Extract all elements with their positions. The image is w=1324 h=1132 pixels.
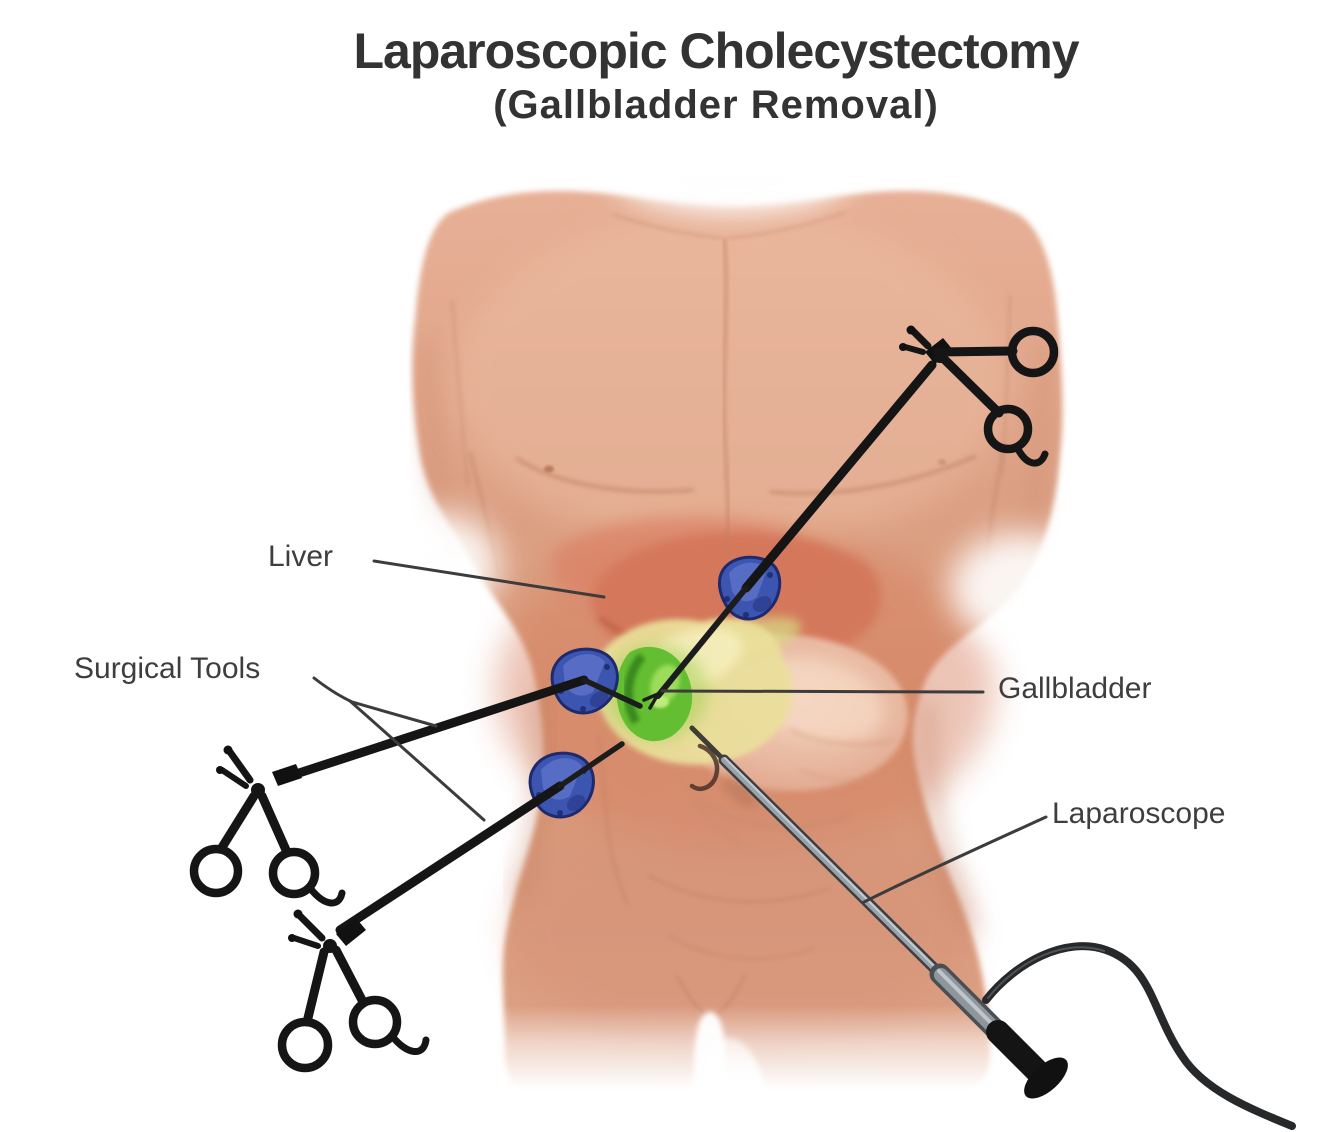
- laparoscope-eyepiece-cap: [1024, 1057, 1068, 1099]
- finger-ring: [268, 847, 320, 899]
- title-line2: (Gallbladder Removal): [493, 83, 939, 127]
- leader-lines: [312, 559, 1048, 904]
- finger-ring: [983, 404, 1033, 454]
- diagram-title: Laparoscopic Cholecystectomy (Gallbladde…: [347, 23, 1085, 128]
- label-gallbladder: Gallbladder: [998, 672, 1152, 705]
- finger-ring: [277, 1017, 333, 1073]
- abdomen-fold-2: [667, 933, 816, 961]
- right-nipple: [938, 459, 946, 465]
- leader-line-liver: [372, 559, 606, 599]
- finger-ring: [348, 995, 402, 1049]
- right-arm-inner-line: [1000, 294, 1012, 477]
- instruments: [189, 325, 1296, 1130]
- incision-mark: [689, 743, 720, 791]
- bottom-fade: [0, 1000, 1324, 1132]
- label-laparoscope: Laparoscope: [1052, 797, 1226, 830]
- grasper-handle-middle-left: [189, 745, 346, 907]
- leader-line-gallbladder: [660, 689, 985, 694]
- grasper-shaft-upper-inside: [655, 585, 749, 699]
- sternum-line: [722, 237, 731, 557]
- grasper-upper-right: [642, 325, 1059, 710]
- bowel-fold-2: [670, 759, 741, 847]
- laparoscope-tip-inside: [689, 725, 727, 763]
- label-liver: Liver: [268, 540, 334, 573]
- grasper-shaft-lower: [335, 781, 565, 935]
- left-arm-fade: [376, 513, 500, 617]
- grasper-shaft-upper: [741, 360, 937, 593]
- airbrush-fades: [0, 138, 1324, 1132]
- right-arm-fade: [950, 532, 1094, 644]
- bowel-fold-3: [789, 728, 896, 746]
- chest-highlight: [450, 210, 1010, 550]
- bowel-fold-1: [698, 798, 851, 829]
- left-nipple: [544, 465, 554, 473]
- grasper-shaft-middle-inside: [581, 677, 643, 709]
- leader-line-laparoscope: [862, 815, 1048, 904]
- right-pec-line: [769, 454, 977, 496]
- leader-line-surgical-tools-1: [312, 676, 438, 728]
- abdomen-fold-1: [647, 873, 831, 904]
- left-clavicle-line: [611, 212, 723, 240]
- right-clavicle-line: [727, 210, 847, 240]
- gallbladder-dark-crescent: [623, 653, 646, 725]
- title-line1: Laparoscopic Cholecystectomy: [353, 23, 1079, 79]
- grasper-shaft-lower-inside: [557, 741, 625, 789]
- flank-line: [596, 734, 630, 906]
- grasper-shaft-middle: [291, 675, 589, 779]
- finger-ring: [1007, 326, 1059, 378]
- grasper-handle-upper-right: [899, 325, 1059, 467]
- left-pec-line: [515, 456, 695, 494]
- left-arm-inner-line: [450, 299, 470, 487]
- bowel-fold-4: [799, 768, 896, 783]
- finger-ring: [189, 844, 243, 898]
- label-surgical-tools: Surgical Tools: [74, 652, 261, 685]
- laparoscope-eyepiece: [986, 1020, 1048, 1082]
- grasper-middle-left: [189, 675, 643, 907]
- right-flank-shadow: [919, 699, 975, 933]
- leader-line-surgical-tools-2: [348, 699, 486, 822]
- incision-shadow: [721, 775, 759, 809]
- lower-abdomen-tint: [510, 800, 970, 1060]
- neck-fade: [613, 138, 853, 214]
- grasper-handle-lower-left: [277, 909, 430, 1073]
- laparoscope-instrument: [689, 725, 1296, 1130]
- laparoscope-shaft: [721, 757, 947, 981]
- grasper-lower-left: [277, 741, 625, 1073]
